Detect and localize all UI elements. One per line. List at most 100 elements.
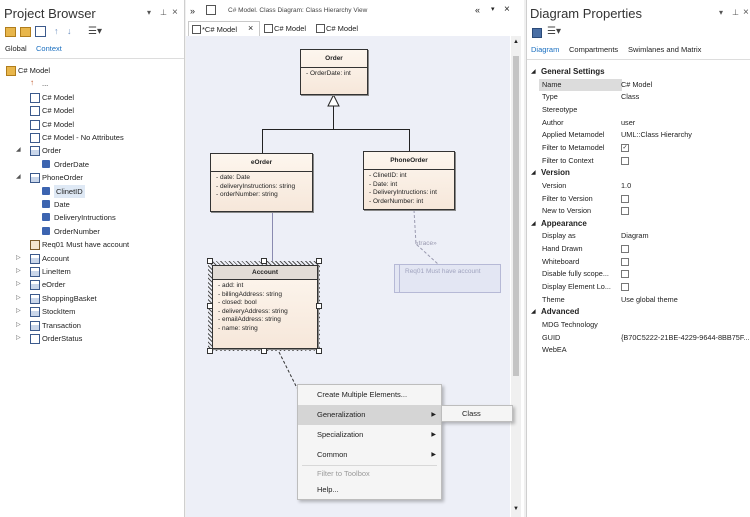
tree-item[interactable]: C# Model - No Attributes xyxy=(0,131,184,144)
scroll-up-icon[interactable]: ▲ xyxy=(513,39,519,45)
tab-diagram-2[interactable]: C# Model xyxy=(262,21,320,36)
collapse-arrow-icon[interactable]: ◢ xyxy=(531,309,536,316)
tree-item[interactable]: C# Model xyxy=(0,64,184,77)
class-phoneorder[interactable]: PhoneOrder ClinetID: int Date: int Deliv… xyxy=(363,151,455,210)
expand-closed-icon[interactable]: ▷ xyxy=(16,281,21,288)
move-up-icon[interactable]: ↑ xyxy=(54,26,59,36)
property-section[interactable]: ◢Advanced xyxy=(527,306,750,319)
close-icon[interactable]: × xyxy=(743,7,749,18)
property-checkbox[interactable] xyxy=(621,155,629,168)
context-menu-item[interactable]: Help... xyxy=(298,482,441,498)
class-eorder[interactable]: eOrder date: Date deliveryInstructions: … xyxy=(210,153,313,212)
property-checkbox[interactable] xyxy=(621,281,629,294)
tab-swimlanes-matrix[interactable]: Swimlanes and Matrix xyxy=(628,45,702,54)
resize-handle[interactable] xyxy=(207,303,213,309)
collapse-arrow-icon[interactable]: ◢ xyxy=(531,170,536,177)
expand-closed-icon[interactable]: ▷ xyxy=(16,321,21,328)
expand-closed-icon[interactable]: ▷ xyxy=(16,268,21,274)
tree-item[interactable]: DeliveryIntructions xyxy=(0,211,184,224)
property-value[interactable]: 1.0 xyxy=(621,180,632,190)
tree-item[interactable]: C# Model xyxy=(0,118,184,131)
collapse-arrow-icon[interactable]: ◢ xyxy=(531,220,536,227)
folder-icon[interactable] xyxy=(20,27,31,37)
toggle-panel-icon[interactable]: » xyxy=(190,6,196,16)
tree-item[interactable]: ClinetID xyxy=(0,184,184,198)
property-row[interactable]: GUID{B70C5222-21BE-4229-9644-8BB75F... xyxy=(527,332,750,345)
vertical-scrollbar[interactable]: ▲ ▼ xyxy=(511,36,521,517)
tab-global[interactable]: Global xyxy=(5,44,27,53)
context-menu-item[interactable]: Specialization▶ xyxy=(298,425,441,445)
property-checkbox[interactable] xyxy=(621,205,629,218)
property-row[interactable]: Disable fully scope... xyxy=(527,268,750,281)
property-section[interactable]: ◢General Settings xyxy=(527,66,750,79)
tab-close-icon[interactable]: × xyxy=(248,23,254,33)
property-value[interactable]: Class xyxy=(621,92,640,102)
scroll-thumb[interactable] xyxy=(513,56,519,376)
tree-item[interactable]: ▷Account xyxy=(0,252,184,265)
pin-icon[interactable]: ▾ xyxy=(147,8,152,17)
class-account[interactable]: Account add: int billingAddress: string … xyxy=(212,265,318,349)
pin-icon[interactable]: ▾ xyxy=(491,6,495,13)
close-icon[interactable]: × xyxy=(172,7,178,18)
diagram-canvas[interactable]: Order OrderDate: int eOrder date: Date d… xyxy=(186,36,510,517)
menu-icon[interactable]: ☰▾ xyxy=(88,26,102,37)
property-checkbox[interactable]: ✓ xyxy=(621,143,629,152)
property-value[interactable]: C# Model xyxy=(621,79,653,89)
resize-handle[interactable] xyxy=(207,348,213,354)
collapse-arrow-icon[interactable]: ◢ xyxy=(531,69,536,75)
tree-item[interactable]: Date xyxy=(0,198,184,211)
property-row[interactable]: Stereotype xyxy=(527,104,750,117)
property-row[interactable]: Filter to Context xyxy=(527,155,750,168)
menu-icon[interactable]: ☰▾ xyxy=(547,26,561,37)
tree-item[interactable]: ◢Order xyxy=(0,144,184,157)
property-row[interactable]: New to Version xyxy=(527,205,750,218)
expand-closed-icon[interactable]: ▷ xyxy=(16,294,21,301)
tab-compartments[interactable]: Compartments xyxy=(569,45,619,54)
resize-handle[interactable] xyxy=(261,258,267,264)
resize-handle[interactable] xyxy=(207,258,213,264)
expand-closed-icon[interactable]: ▷ xyxy=(16,254,21,261)
property-value[interactable]: Diagram xyxy=(621,231,649,241)
tree-item[interactable]: Req01 Must have account xyxy=(0,238,184,251)
dock-icon[interactable]: ⊥ xyxy=(732,8,739,17)
expand-open-icon[interactable]: ◢ xyxy=(16,174,21,181)
tab-context[interactable]: Context xyxy=(36,44,62,53)
expand-closed-icon[interactable]: ▷ xyxy=(16,308,21,315)
collapse-icon[interactable]: « xyxy=(475,5,481,15)
context-menu[interactable]: Create Multiple Elements...Generalizatio… xyxy=(297,384,442,500)
tree-item[interactable]: ▷ShoppingBasket xyxy=(0,292,184,305)
requirement-element[interactable]: Req01 Must have account xyxy=(394,264,501,293)
pin-icon[interactable]: ▾ xyxy=(719,8,724,17)
resize-handle[interactable] xyxy=(316,348,322,354)
property-checkbox[interactable] xyxy=(621,193,629,206)
property-row[interactable]: WebEA xyxy=(527,344,750,357)
property-section[interactable]: ◢Appearance xyxy=(527,218,750,231)
new-package-icon[interactable] xyxy=(5,27,16,37)
property-checkbox[interactable] xyxy=(621,268,629,281)
close-icon[interactable]: × xyxy=(504,4,510,15)
tab-diagram-3[interactable]: C# Model xyxy=(314,21,372,36)
tree-item[interactable]: ▷Transaction xyxy=(0,319,184,332)
submenu[interactable]: Class xyxy=(441,405,513,422)
tab-diagram[interactable]: Diagram xyxy=(531,45,560,54)
resize-handle[interactable] xyxy=(316,258,322,264)
resize-handle[interactable] xyxy=(261,348,267,354)
property-checkbox[interactable] xyxy=(621,256,629,269)
save-icon[interactable] xyxy=(532,28,542,38)
property-value[interactable]: UML::Class Hierarchy xyxy=(621,130,692,140)
tree-item[interactable]: ▷StockItem xyxy=(0,305,184,318)
tree-item[interactable]: ▷LineItem xyxy=(0,265,184,278)
tree-item[interactable]: OrderNumber xyxy=(0,225,184,238)
tree-item[interactable]: ▷eOrder xyxy=(0,278,184,291)
context-menu-item[interactable]: Generalization▶ xyxy=(298,405,441,425)
property-row[interactable]: Hand Drawn xyxy=(527,243,750,256)
property-row[interactable]: Whiteboard xyxy=(527,256,750,269)
property-value[interactable]: user xyxy=(621,117,636,127)
tab-active-diagram[interactable]: *C# Model × xyxy=(188,21,260,37)
property-row[interactable]: MDG Technology xyxy=(527,319,750,332)
tree-item[interactable]: ↑... xyxy=(0,77,184,90)
tree-item[interactable]: C# Model xyxy=(0,91,184,104)
